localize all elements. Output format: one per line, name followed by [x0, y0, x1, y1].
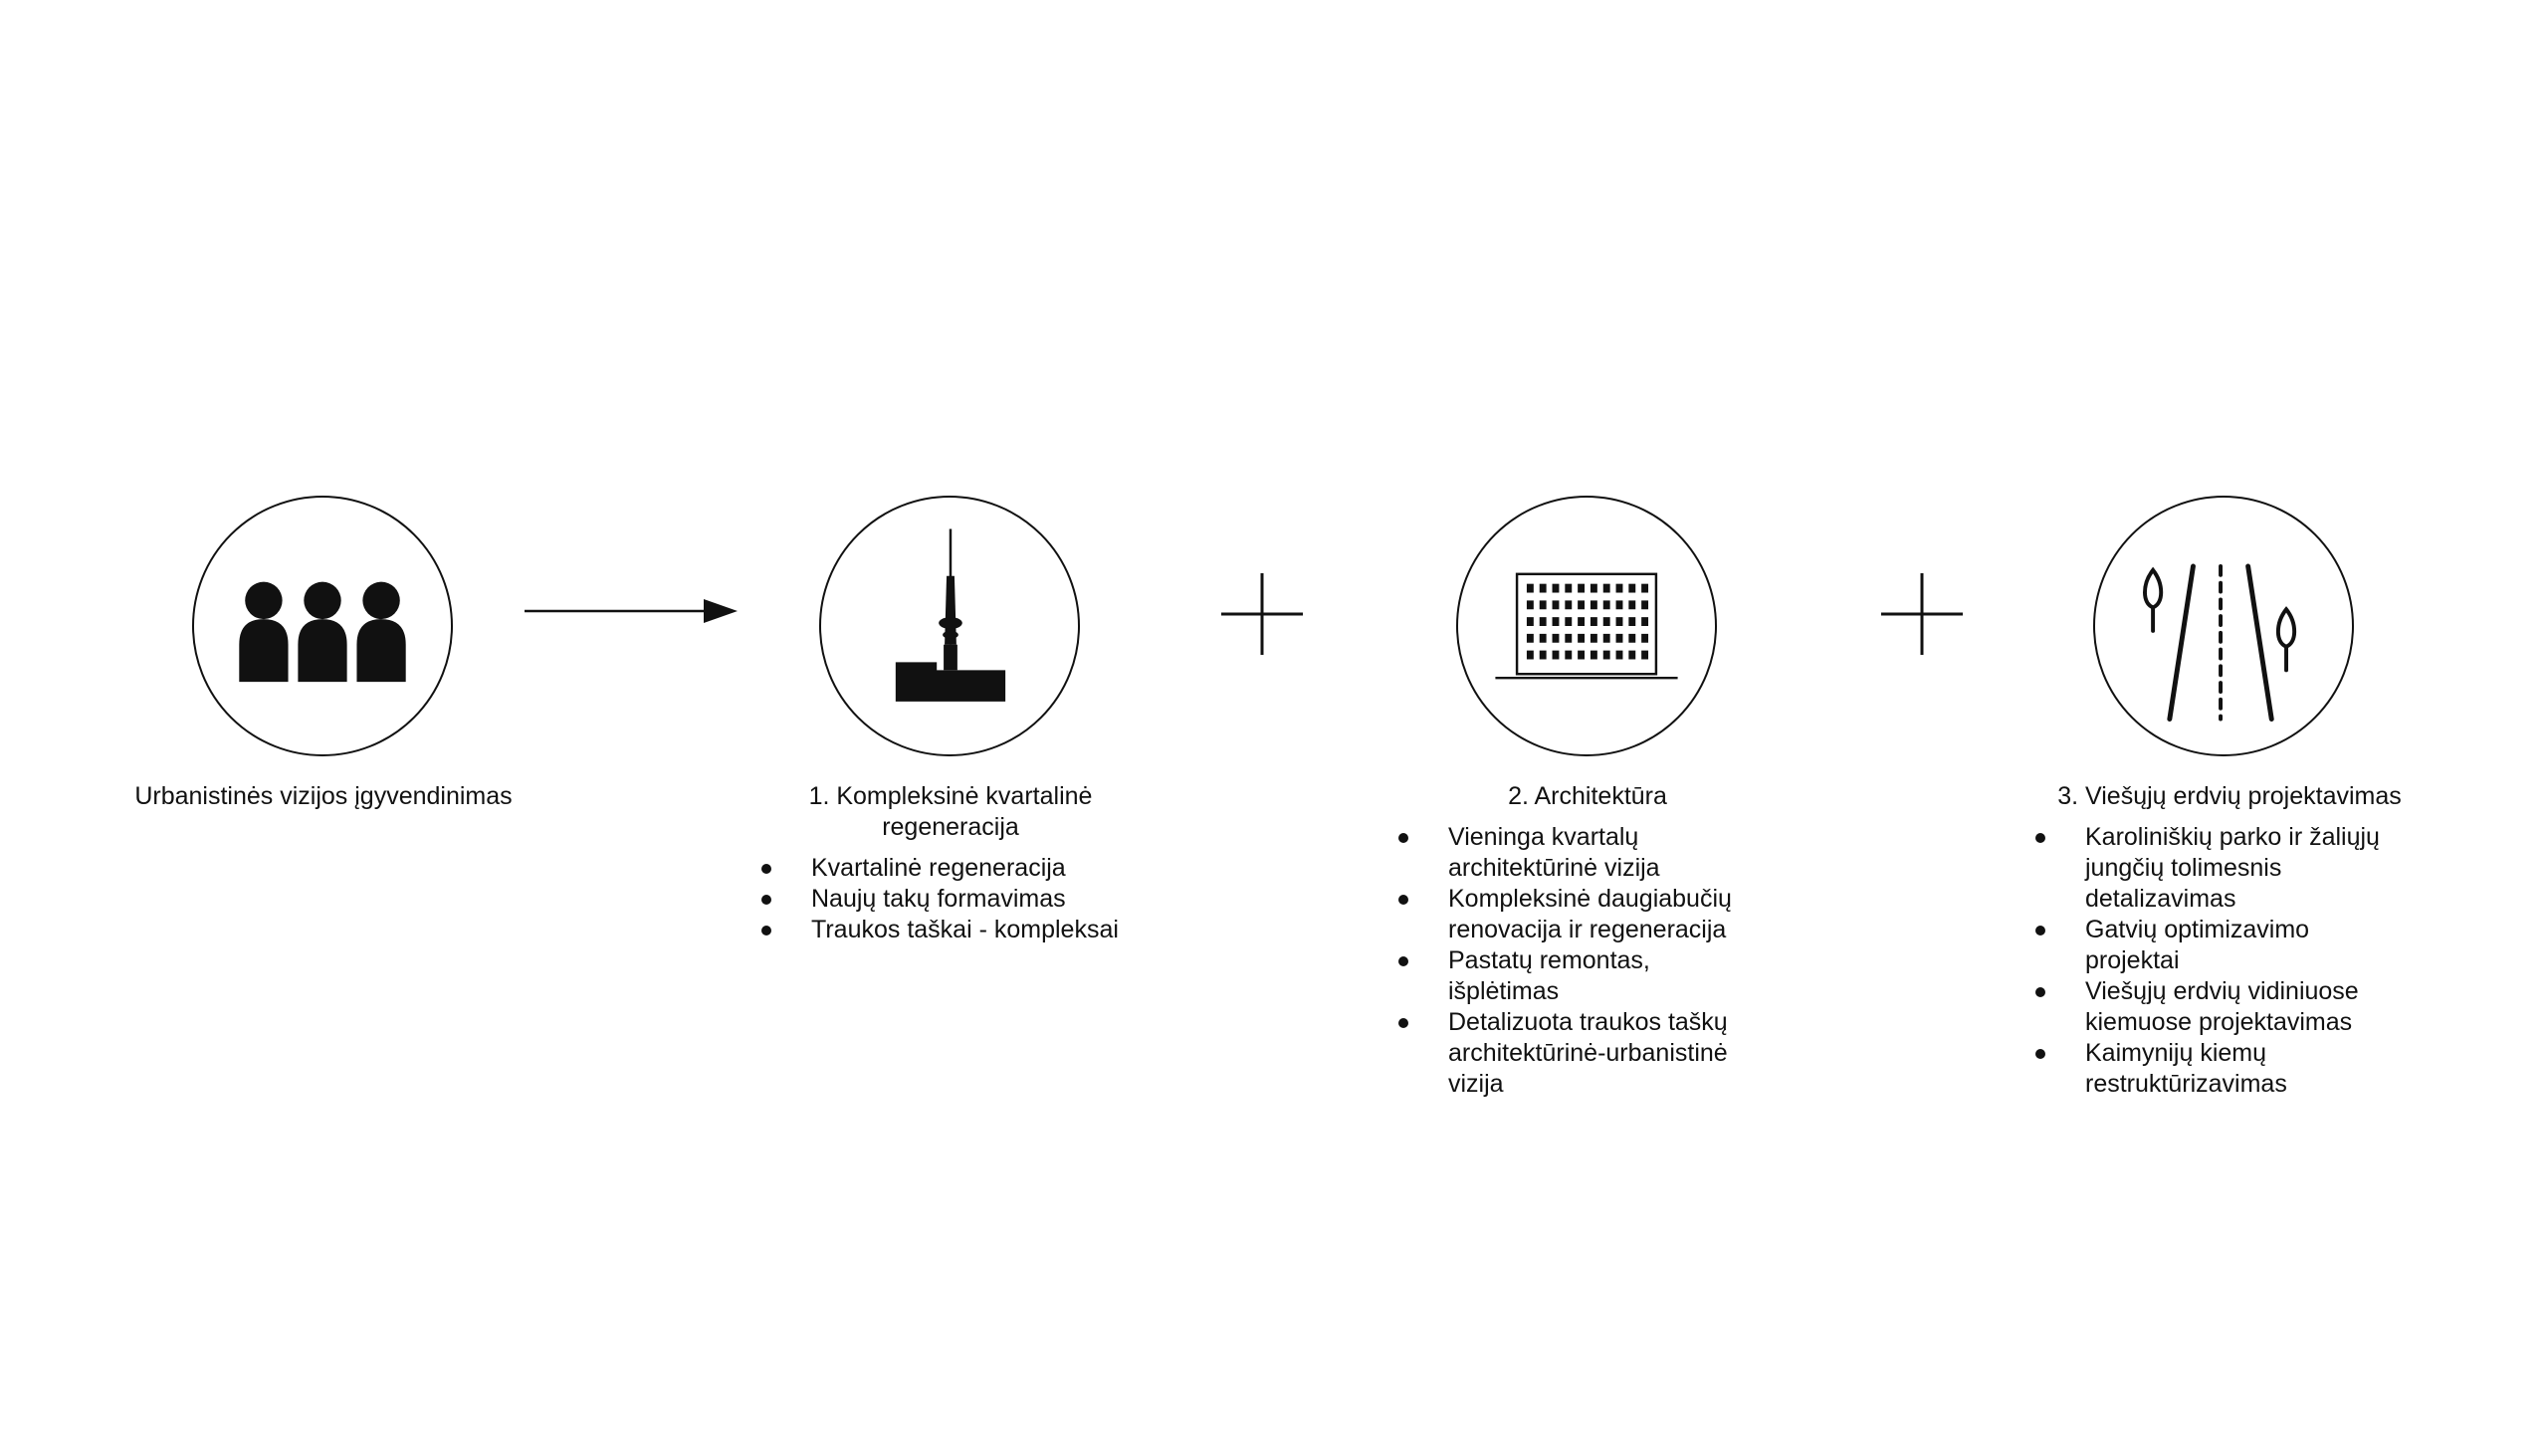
column-3-title: 3. Viešųjų erdvių projektavimas	[2057, 782, 2402, 810]
column-3-circle	[2093, 496, 2354, 756]
list-item: Kvartalinė regeneracija	[756, 853, 1145, 884]
plus-icon	[1221, 573, 1303, 655]
people-icon	[239, 581, 406, 683]
column-1-title: 1. Kompleksinė kvartalinė regeneracija	[808, 782, 1093, 841]
tv-tower-icon	[895, 528, 1006, 702]
list-item: Naujų takų formavimas	[756, 884, 1145, 915]
arrow-right-icon	[525, 599, 738, 623]
column-2-circle	[1456, 496, 1717, 756]
column-1-text: 1. Kompleksinė kvartalinė regeneracija K…	[756, 781, 1145, 945]
apartment-building-icon	[1495, 572, 1678, 680]
intro-circle	[192, 496, 453, 756]
intro-label: Urbanistinės vizijos įgyvendinimas	[134, 782, 513, 810]
column-1-list: Kvartalinė regeneracija Naujų takų forma…	[756, 853, 1145, 945]
plus-icon	[1881, 573, 1963, 655]
list-item: Pastatų remontas,išplėtimas	[1393, 945, 1782, 1007]
column-2-title: 2. Architektūra	[1508, 782, 1667, 810]
street-trees-icon	[2143, 563, 2297, 723]
column-3-text: 3. Viešųjų erdvių projektavimas Karolini…	[2030, 781, 2429, 1100]
column-1-circle	[819, 496, 1080, 756]
list-item: Traukos taškai - kompleksai	[756, 915, 1145, 945]
